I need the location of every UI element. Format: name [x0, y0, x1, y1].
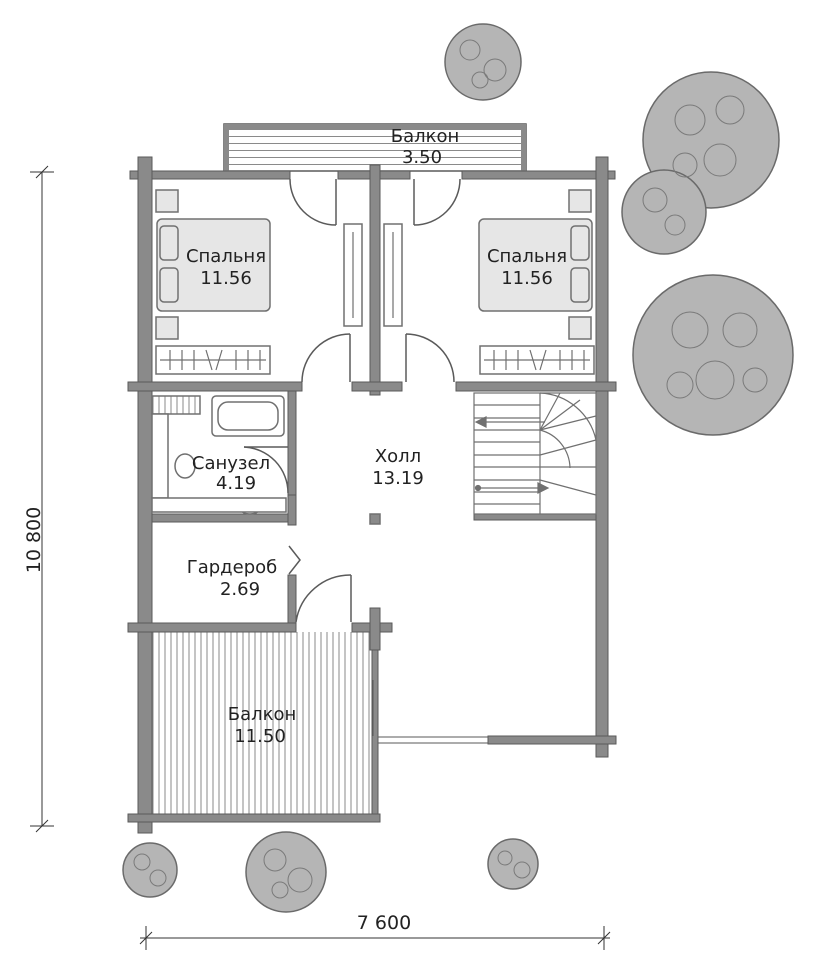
room-name: Спальня: [487, 246, 567, 267]
clothes-rails: [160, 232, 590, 371]
walls: [127, 156, 617, 834]
room-name: Балкон: [228, 704, 297, 725]
tree-icon: [122, 842, 178, 898]
room-area: 13.19: [372, 468, 424, 489]
toilet: [174, 453, 196, 479]
bed-left: [156, 218, 271, 312]
room-area: 2.69: [220, 579, 260, 600]
staircase: [473, 392, 597, 515]
dimension-height: [30, 165, 54, 833]
room-label-hall: Холл 13.19: [372, 446, 424, 489]
room-label-wardrobe: Гардероб 2.69: [187, 557, 278, 600]
dimension-height-label: 10 800: [23, 507, 45, 573]
bed-right: [478, 218, 593, 312]
window: [372, 680, 488, 744]
balcony-top-rail-left: [224, 124, 229, 171]
balcony-top-rail-right: [521, 124, 526, 171]
doors: [243, 178, 461, 623]
dimension-width-label: 7 600: [357, 912, 411, 934]
tree-icon: [245, 831, 327, 913]
tree-icon: [487, 838, 539, 890]
room-name: Холл: [375, 446, 421, 467]
balcony-top-rail: [224, 124, 526, 129]
room-area: 4.19: [216, 473, 256, 494]
room-label-balcony-top: Балкон 3.50: [391, 126, 460, 168]
room-name: Гардероб: [187, 557, 278, 578]
tree-icon: [632, 274, 794, 436]
balcony-top-floor: [223, 123, 527, 172]
room-label-balcony-bottom: Балкон 11.50: [228, 704, 297, 747]
room-area: 11.56: [501, 268, 553, 289]
room-area: 11.50: [234, 726, 286, 747]
tree-icon: [621, 169, 707, 255]
room-name: Спальня: [186, 246, 266, 267]
room-label-bedroom-left: Спальня 11.56: [186, 246, 266, 289]
room-area: 11.56: [200, 268, 252, 289]
dimension-width: [139, 926, 611, 950]
trees: [122, 23, 794, 913]
room-area: 3.50: [402, 147, 442, 168]
room-name: Санузел: [192, 453, 270, 474]
balcony-bottom-floor: [152, 632, 376, 814]
room-label-bathroom: Санузел 4.19: [192, 453, 270, 494]
room-name: Балкон: [391, 126, 460, 147]
tree-icon: [444, 23, 522, 101]
room-label-bedroom-right: Спальня 11.56: [487, 246, 567, 289]
